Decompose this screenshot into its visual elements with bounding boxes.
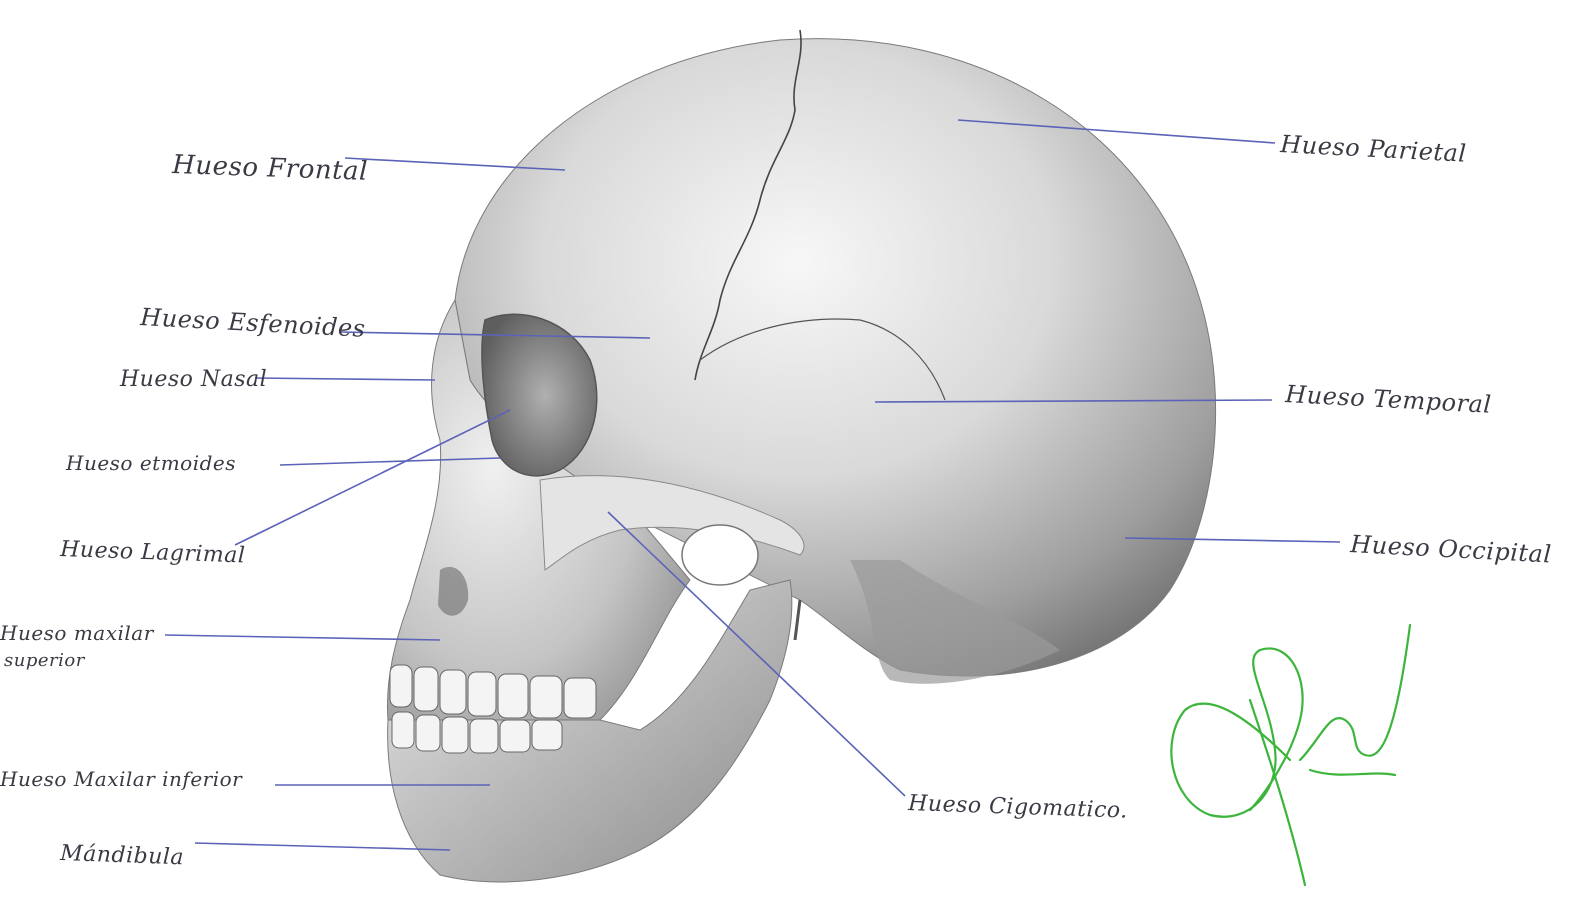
- label-occipital: Hueso Occipital: [1349, 530, 1553, 569]
- zygomatic-opening: [682, 525, 758, 585]
- leader-nasal: [255, 378, 435, 380]
- label-mandibula: Mándibula: [59, 841, 185, 870]
- label-nasal: Hueso Nasal: [119, 367, 267, 392]
- label-cigomatico: Hueso Cigomatico.: [907, 791, 1128, 824]
- label-temporal: Hueso Temporal: [1284, 380, 1493, 419]
- label-lagrimal: Hueso Lagrimal: [59, 537, 246, 568]
- label-etmoides: Hueso etmoides: [65, 451, 236, 475]
- label-frontal: Hueso Frontal: [171, 150, 369, 187]
- label-maxilar-superior-line1: Hueso maxilar: [0, 621, 155, 645]
- label-esfenoides: Hueso Esfenoides: [139, 303, 367, 343]
- styloid-process: [795, 600, 800, 640]
- label-maxilar-superior-line2: superior: [4, 650, 86, 671]
- skull-illustration: [387, 30, 1215, 882]
- label-parietal: Hueso Parietal: [1279, 130, 1468, 168]
- label-maxilar-inferior: Hueso Maxilar inferior: [0, 767, 243, 791]
- leader-mandibula: [195, 843, 450, 850]
- signature: [1171, 625, 1410, 885]
